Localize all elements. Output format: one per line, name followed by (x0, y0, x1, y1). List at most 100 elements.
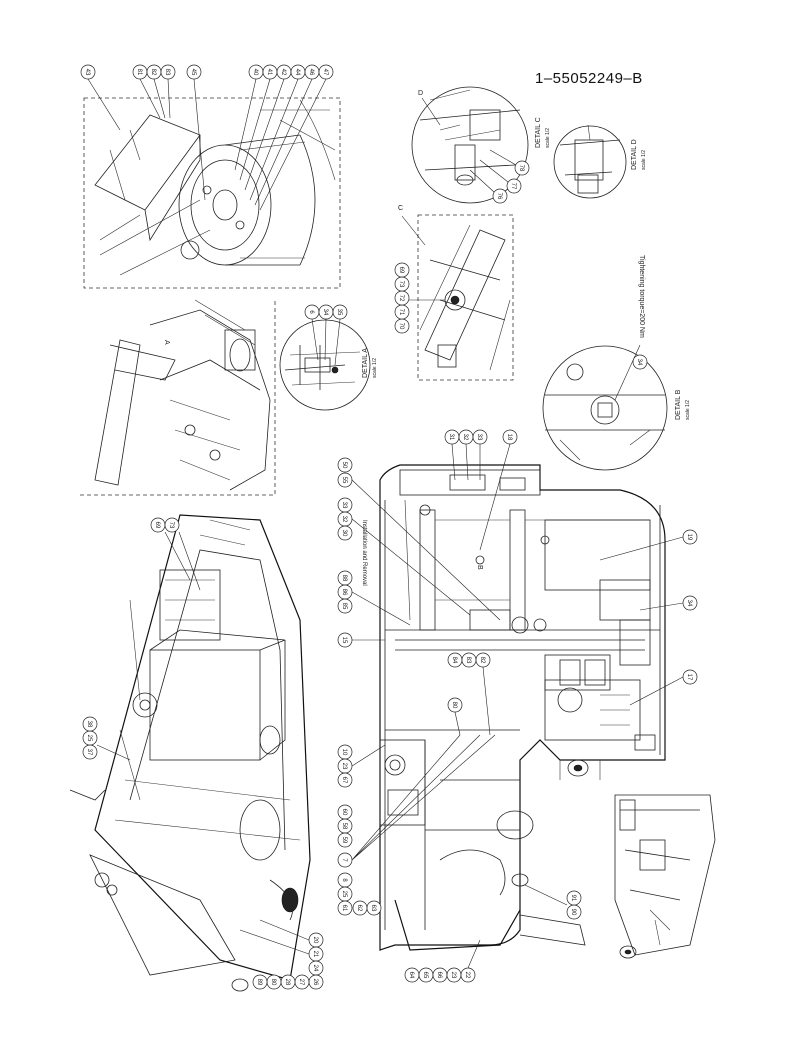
svg-text:81: 81 (136, 69, 142, 76)
svg-text:62: 62 (356, 905, 362, 912)
svg-text:38: 38 (86, 721, 92, 728)
svg-text:25: 25 (86, 735, 92, 742)
svg-text:21: 21 (312, 951, 318, 958)
detail-d-view: DETAIL D scale 1/2 (553, 124, 647, 199)
center-note: Installation and Removal (361, 520, 367, 586)
svg-text:23: 23 (341, 763, 347, 770)
svg-text:73: 73 (168, 522, 174, 529)
svg-text:15: 15 (341, 637, 347, 644)
svg-text:69: 69 (154, 522, 160, 529)
svg-text:35: 35 (336, 309, 342, 316)
main-left-balloons: 50 55 33 32 30 88 86 85 15 10 23 67 (337, 457, 353, 788)
svg-text:61: 61 (341, 905, 347, 912)
top-left-detail-view (83, 97, 341, 289)
main-mid-balloons: 84 83 82 80 60 58 59 (337, 652, 491, 848)
detail-b-marker: B (476, 565, 483, 570)
svg-text:67: 67 (341, 777, 347, 784)
detail-b-scale: scale 1/2 (685, 400, 691, 420)
svg-text:83: 83 (164, 69, 170, 76)
svg-text:6: 6 (308, 310, 314, 314)
detail-a-title: DETAIL A (362, 348, 369, 378)
svg-text:80: 80 (451, 702, 457, 709)
svg-text:40: 40 (252, 69, 258, 76)
svg-text:50: 50 (341, 462, 347, 469)
svg-text:30: 30 (341, 530, 347, 537)
svg-text:58: 58 (341, 823, 347, 830)
svg-text:55: 55 (341, 477, 347, 484)
main-bottom-balloons: 64 65 66 23 22 90 91 (404, 890, 582, 983)
balloon-label: 43 (84, 69, 90, 76)
svg-text:34: 34 (322, 309, 328, 316)
detail-c-title: DETAIL C (535, 117, 542, 148)
detail-b-view: DETAIL B scale 1/2 Tightening torque=200… (542, 255, 691, 471)
svg-text:24: 24 (312, 965, 318, 972)
left-iso-balloons: 37 25 38 69 73 (82, 517, 180, 760)
svg-text:83: 83 (465, 657, 471, 664)
svg-text:19: 19 (686, 534, 692, 541)
svg-text:90: 90 (570, 909, 576, 916)
detail-a-region: A (80, 299, 276, 496)
svg-text:77: 77 (510, 183, 516, 190)
svg-text:20: 20 (312, 937, 318, 944)
bottom-right-iso-view (614, 794, 716, 959)
detail-a-marker: A (163, 340, 170, 345)
svg-text:41: 41 (266, 69, 272, 76)
svg-text:42: 42 (280, 69, 286, 76)
svg-text:71: 71 (398, 309, 404, 316)
svg-text:25: 25 (341, 891, 347, 898)
svg-text:64: 64 (408, 972, 414, 979)
svg-text:8: 8 (341, 878, 347, 882)
svg-text:33: 33 (341, 502, 347, 509)
detail-c-scale: scale 1/2 (545, 128, 551, 148)
svg-text:34: 34 (636, 359, 642, 366)
svg-text:37: 37 (86, 749, 92, 756)
svg-text:32: 32 (341, 516, 347, 523)
detail-d-title: DETAIL D (631, 139, 638, 170)
svg-text:45: 45 (190, 69, 196, 76)
svg-text:82: 82 (479, 657, 485, 664)
svg-text:66: 66 (436, 972, 442, 979)
svg-text:46: 46 (308, 69, 314, 76)
svg-text:72: 72 (398, 295, 404, 302)
svg-text:7: 7 (341, 858, 347, 862)
svg-text:85: 85 (341, 603, 347, 610)
svg-text:22: 22 (464, 972, 470, 979)
left-isometric-view (69, 514, 311, 992)
svg-text:31: 31 (448, 434, 454, 441)
detail-c-view: C (398, 205, 514, 381)
main-top-balloons: 31 32 33 18 19 34 17 (444, 429, 698, 685)
detail-d-source-view: D DETAIL C scale 1/2 (411, 86, 551, 204)
svg-text:91: 91 (570, 895, 576, 902)
svg-text:59: 59 (341, 837, 347, 844)
main-lower-balloons: 7 8 25 61 62 63 (337, 852, 382, 916)
detail-a-scale: scale 1/2 (372, 358, 378, 378)
svg-text:73: 73 (398, 281, 404, 288)
svg-text:86: 86 (341, 589, 347, 596)
svg-text:70: 70 (398, 323, 404, 330)
detail-b-balloons: 34 (632, 354, 648, 370)
detail-b-title: DETAIL B (675, 389, 682, 420)
detail-d-scale: scale 1/2 (641, 150, 647, 170)
left-iso-bottom-balloons: 20 21 24 26 27 28 80 89 (252, 932, 324, 990)
detail-a-view: DETAIL A scale 1/2 (279, 319, 378, 411)
svg-text:18: 18 (506, 434, 512, 441)
svg-text:88: 88 (341, 575, 347, 582)
main-plan-view: B Installation and Removal (361, 464, 666, 951)
detail-c-balloons: 70 71 72 73 69 (394, 262, 410, 334)
svg-text:89: 89 (256, 979, 262, 986)
torque-note: Tightening torque=200 Nm (638, 255, 645, 338)
svg-text:26: 26 (312, 979, 318, 986)
svg-text:44: 44 (294, 69, 300, 76)
svg-text:60: 60 (341, 809, 347, 816)
svg-text:33: 33 (476, 434, 482, 441)
svg-text:80: 80 (270, 979, 276, 986)
svg-text:65: 65 (422, 972, 428, 979)
svg-text:47: 47 (322, 69, 328, 76)
top-left-leaders (87, 78, 327, 211)
svg-text:27: 27 (298, 979, 304, 986)
svg-text:82: 82 (150, 69, 156, 76)
svg-text:78: 78 (518, 165, 524, 172)
svg-text:84: 84 (451, 657, 457, 664)
